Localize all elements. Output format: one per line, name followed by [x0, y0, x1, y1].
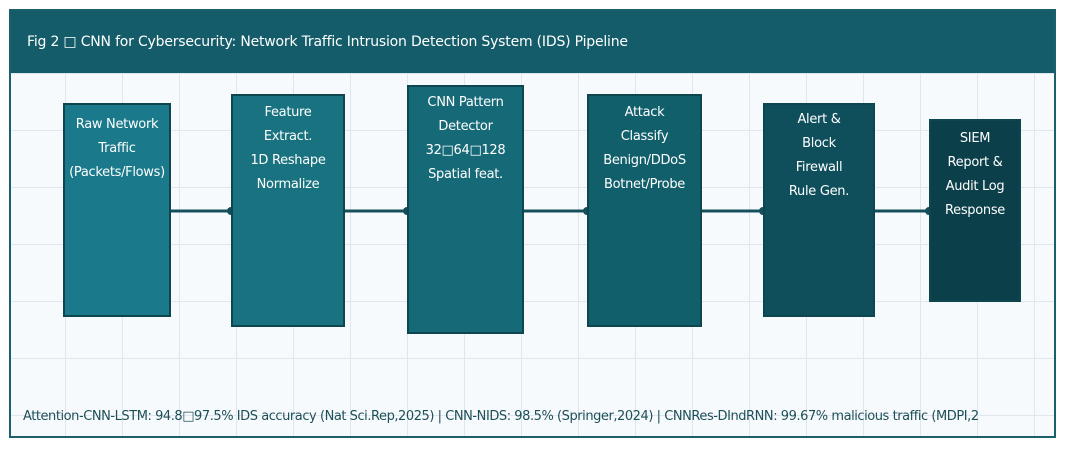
node-label-line: Audit Log: [945, 179, 1005, 194]
node-label-line: Firewall: [795, 160, 843, 175]
node-label-line: CNN Pattern: [427, 95, 504, 110]
node-label-line: Attack: [624, 105, 665, 120]
node-label-line: (Packets/Flows): [69, 165, 165, 180]
node-label-line: Alert &: [797, 112, 841, 127]
diagram-title-bar: Fig 2 □ CNN for Cybersecurity: Network T…: [11, 11, 1054, 73]
diagram-frame: Fig 2 □ CNN for Cybersecurity: Network T…: [9, 9, 1056, 438]
node-label-line: 32□64□128: [425, 143, 506, 158]
node-label-line: Raw Network: [75, 117, 159, 132]
node-label-line: Response: [944, 203, 1006, 218]
node-label-line: Spatial feat.: [428, 167, 503, 182]
node-label-line: Extract.: [263, 129, 313, 144]
node-label-line: Traffic: [98, 141, 136, 156]
node-label-line: Block: [802, 136, 836, 151]
node-label-line: Botnet/Probe: [604, 177, 685, 192]
node-label-line: Benign/DDoS: [603, 153, 686, 168]
node-label-line: Classify: [620, 129, 669, 144]
node-label-line: Normalize: [256, 177, 320, 192]
node-label-line: Detector: [438, 119, 493, 134]
node-label-line: Feature: [264, 105, 312, 120]
footer-stats: Attention-CNN-LSTM: 94.8□97.5% IDS accur…: [23, 409, 979, 424]
diagram-title: Fig 2 □ CNN for Cybersecurity: Network T…: [27, 34, 628, 50]
node-label-line: 1D Reshape: [250, 153, 326, 168]
node-label-line: SIEM: [959, 131, 991, 146]
node-label-line: Report &: [947, 155, 1003, 170]
node-label-line: Rule Gen.: [788, 184, 850, 199]
